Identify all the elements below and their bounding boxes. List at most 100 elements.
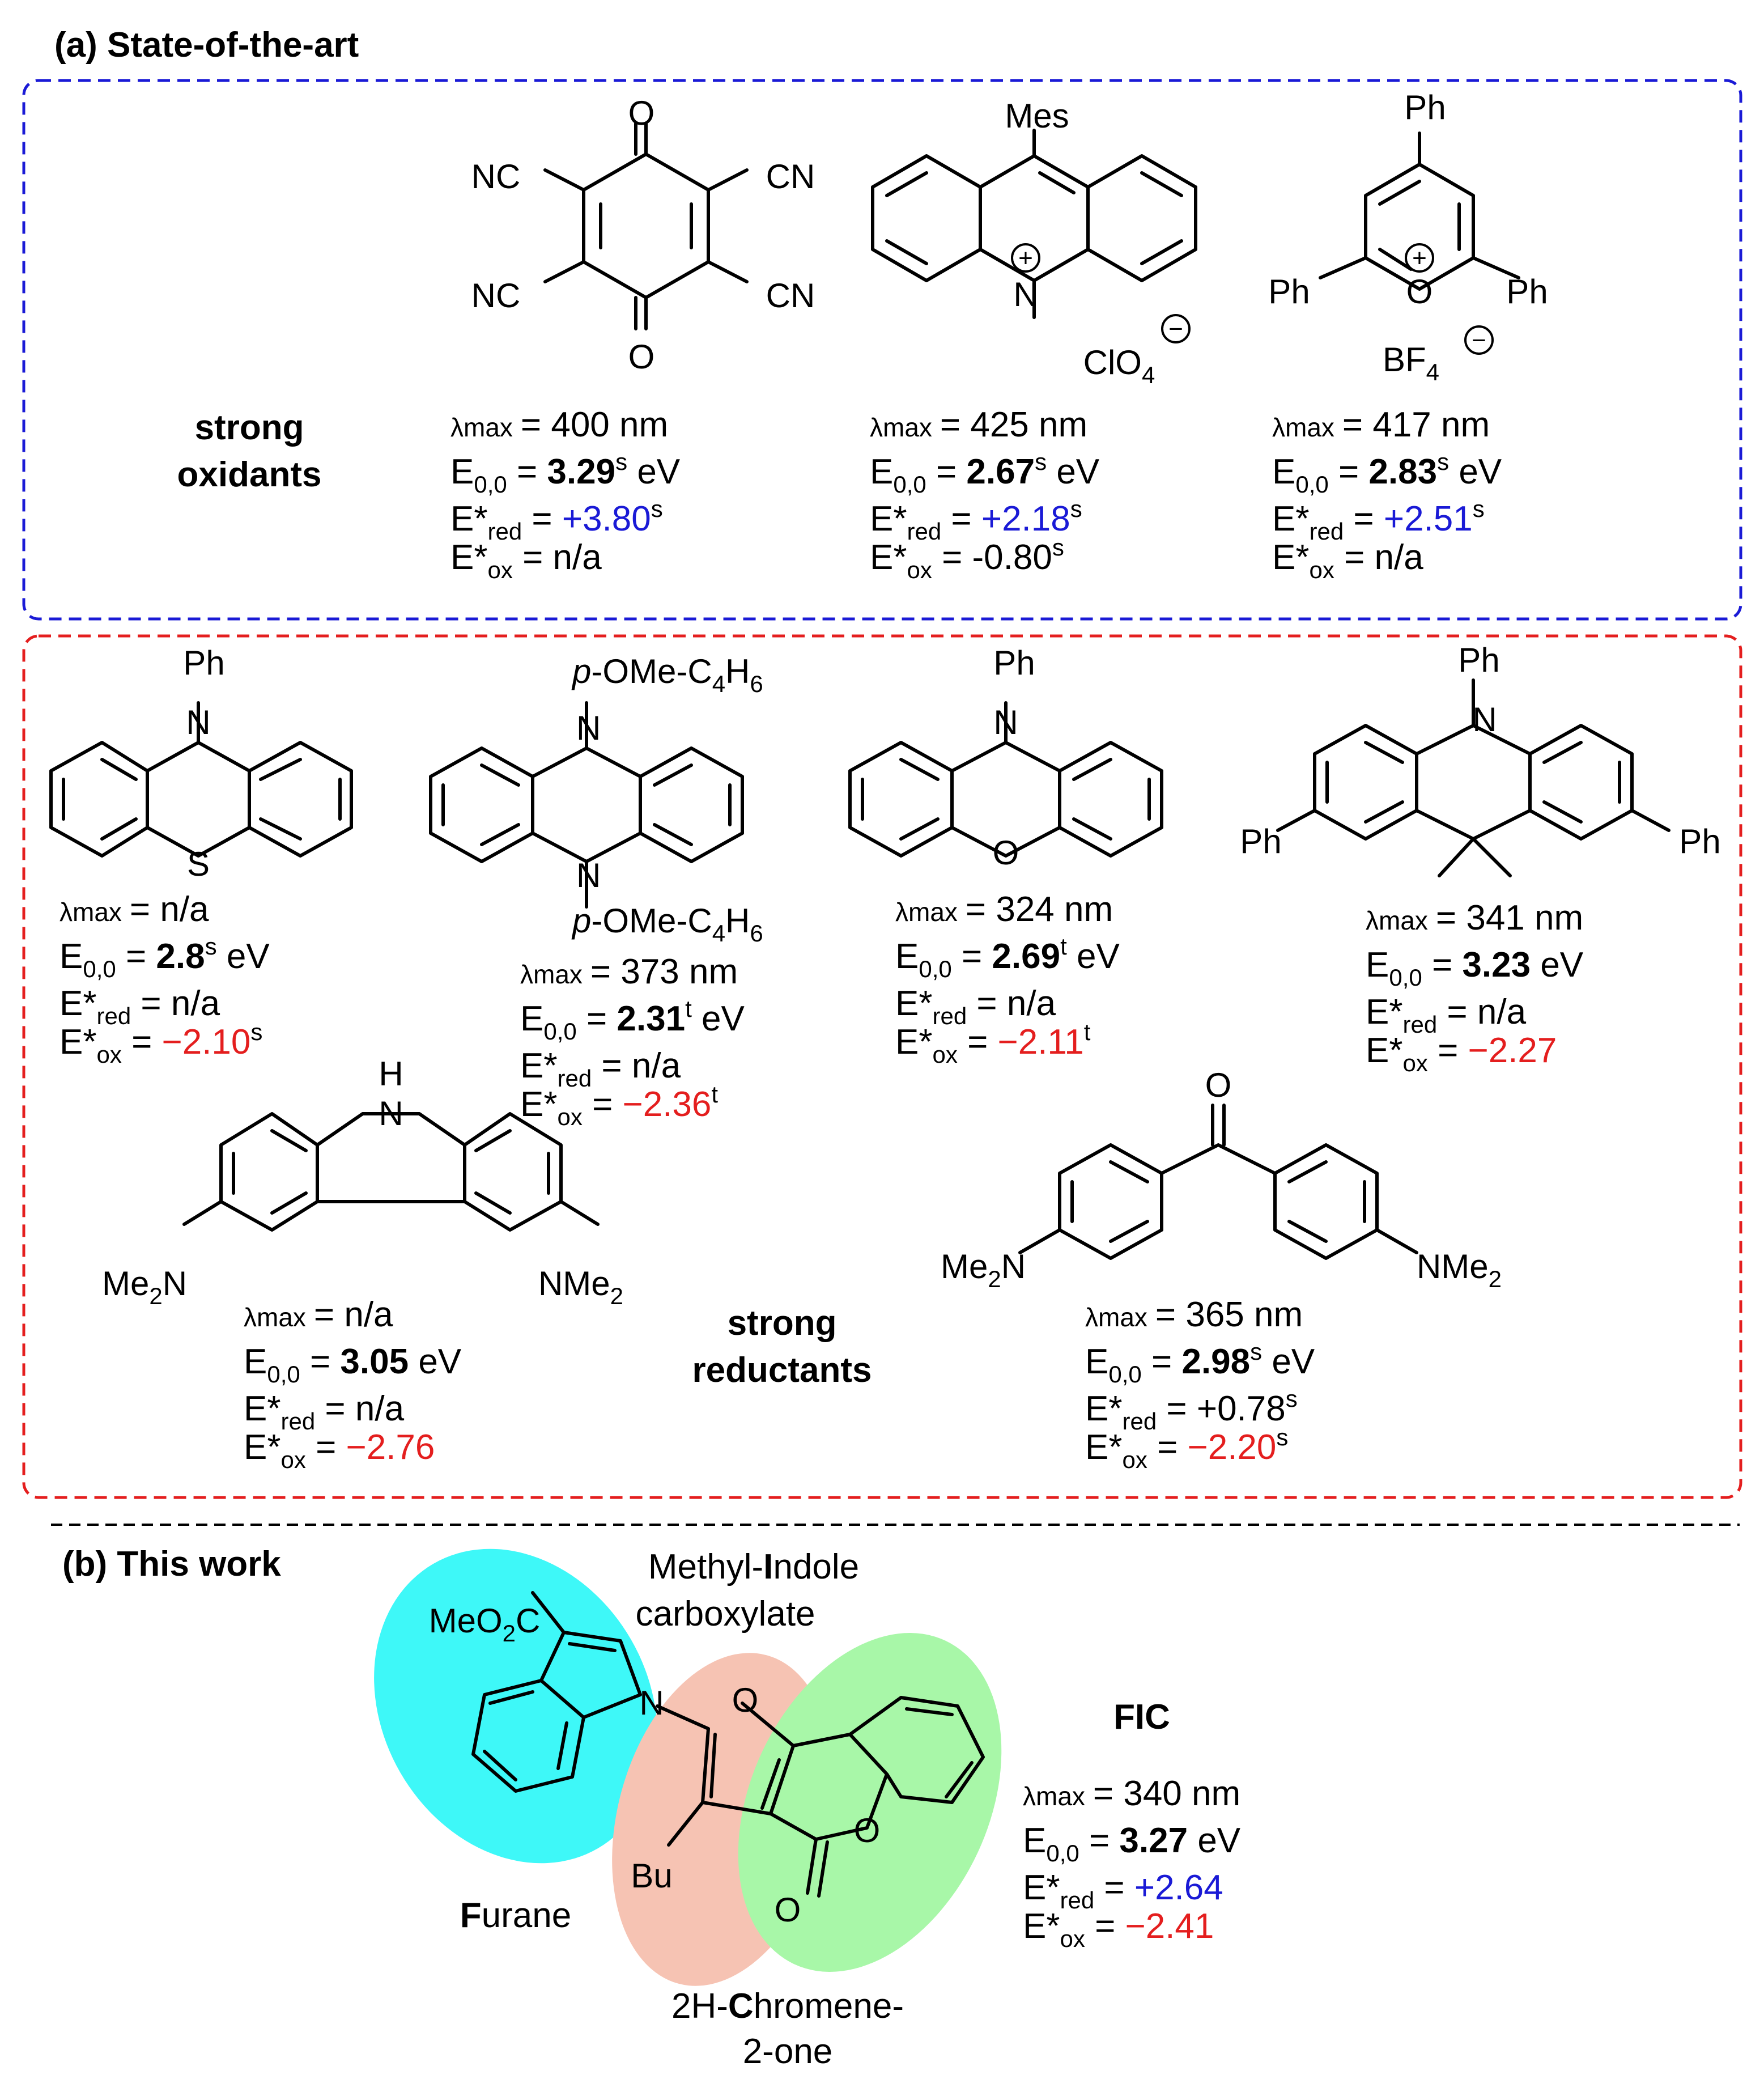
excited-oxidation-potential: E*ox = −2.41 [1023, 1907, 1214, 1952]
indole-highlight [374, 1548, 657, 1864]
atom-o: O [628, 338, 655, 376]
group-ph: Ph [1506, 273, 1548, 311]
structure-mes-acridinium: Mes N ClO4 + − [871, 97, 1197, 388]
structure-phenothiazine: Ph N S [49, 644, 353, 883]
minus-charge [1464, 325, 1494, 355]
group-ph: Ph [1458, 641, 1499, 679]
lambda-max: λmax= n/a [244, 1295, 393, 1334]
chromene-label-line1: 2H-Chromene- [671, 1987, 904, 2026]
group-clo4: ClO4 [1083, 343, 1155, 388]
atom-h: H [379, 1055, 403, 1093]
group-ph: Ph [1404, 88, 1446, 126]
group-bu: Bu [631, 1857, 672, 1895]
minus-charge [1161, 314, 1191, 343]
excited-reduction-potential: E*red = n/a [520, 1046, 681, 1092]
atom-o: O [775, 1891, 801, 1929]
excited-reduction-potential: E*red = n/a [1366, 992, 1527, 1038]
lambda-max: λmax= 373 nm [520, 952, 738, 991]
reductants-label-line1: strong [728, 1304, 837, 1343]
group-cn: CN [766, 277, 815, 315]
e00-value: E0,0 = 2.31t eV [520, 995, 745, 1045]
props-reductant-1: λmax= n/aE0,0 = 2.8s eVE*red = n/aE*ox =… [59, 890, 270, 1068]
excited-oxidation-potential: E*ox = n/a [450, 538, 602, 583]
group-ph: Ph [1240, 822, 1281, 860]
excited-oxidation-potential: E*ox = n/a [1272, 538, 1423, 583]
chromene-highlight [738, 1633, 1002, 1972]
group-nc: NC [471, 158, 521, 196]
plus-charge-sign: + [1412, 244, 1427, 272]
group-ph: Ph [1268, 273, 1310, 311]
group-nme2: NMe2 [1417, 1248, 1502, 1292]
reductants-box [22, 634, 1742, 1499]
indole-label-line2: carboxylate [635, 1594, 815, 1634]
group-ph: Ph [993, 644, 1035, 682]
excited-oxidation-potential: E*ox = −2.11t [895, 1019, 1091, 1068]
furan-label: Furane [460, 1896, 571, 1935]
atom-n: N [993, 703, 1018, 741]
atom-o: O [1406, 273, 1433, 311]
excited-oxidation-potential: E*ox = −2.27 [1366, 1031, 1557, 1076]
structure-phenoxazine: Ph N O [848, 644, 1163, 872]
e00-value: E0,0 = 3.05 eV [244, 1342, 462, 1388]
lambda-max: λmax= 324 nm [895, 890, 1113, 929]
plus-charge [1011, 243, 1040, 273]
group-nme2: NMe2 [538, 1265, 623, 1309]
atom-o: O [732, 1681, 759, 1719]
plus-charge-sign: + [1018, 244, 1033, 272]
reductants-label: strong reductants [692, 1304, 872, 1390]
props-reductant-5: λmax= n/aE0,0 = 3.05 eVE*red = n/aE*ox =… [244, 1295, 462, 1473]
section-a-title: (a) State-of-the-art [54, 26, 359, 65]
excited-reduction-potential: E*red = +3.80s [450, 495, 663, 545]
structure-dihydrophenazine: p-OMe-C4H6 p-OMe-C4H6 N N [429, 652, 763, 947]
lambda-max: λmax= 340 nm [1023, 1774, 1240, 1813]
lambda-max: λmax= 365 nm [1085, 1295, 1303, 1334]
group-nc: NC [471, 277, 521, 315]
atom-o: O [1205, 1066, 1232, 1104]
atom-o: O [628, 94, 655, 132]
structure-dihydroacridine: Ph N Ph Ph [1240, 641, 1721, 877]
props-oxidant-1: λmax= 400 nm E0,0 = 3.29s eVE*red = +3.80… [450, 405, 681, 583]
group-mes: Mes [1005, 97, 1069, 135]
e00-value: E0,0 = 3.23 eV [1366, 945, 1584, 991]
excited-reduction-potential: E*red = +2.18s [870, 495, 1082, 545]
atom-n: N [1472, 701, 1497, 739]
atom-n: N [576, 856, 601, 894]
atom-n: N [1013, 275, 1038, 313]
atom-n: N [186, 703, 210, 741]
group-p-ome-c4h6: p-OMe-C4H6 [571, 652, 763, 697]
structure-carbazole: H N Me2N NMe2 [102, 1055, 623, 1309]
structure-michlers-ketone: O Me2N NMe2 [941, 1066, 1502, 1292]
props-reductant-4: λmax= 341 nm E0,0 = 3.23 eVE*red = n/aE*o… [1366, 898, 1584, 1076]
group-cn: CN [766, 158, 815, 196]
section-b-title: (b) This work [62, 1545, 281, 1584]
lambda-max: λmax= 400 nm [450, 405, 668, 444]
group-nme2: Me2N [941, 1248, 1026, 1292]
atom-o: O [993, 834, 1019, 872]
reductants-label-line2: reductants [692, 1351, 872, 1390]
e00-value: E0,0 = 2.98s eV [1085, 1338, 1315, 1388]
minus-charge-sign: − [1168, 315, 1183, 343]
excited-reduction-potential: E*red = n/a [895, 984, 1056, 1029]
e00-value: E0,0 = 2.69t eV [895, 933, 1120, 982]
minus-charge-sign: − [1472, 326, 1486, 354]
atom-n: N [639, 1684, 664, 1722]
atom-n: N [576, 709, 601, 747]
oxidants-label-line1: strong [195, 408, 304, 447]
excited-oxidation-potential: E*ox = −2.76 [244, 1428, 435, 1473]
chromene-label-line2: 2-one [743, 2032, 833, 2071]
structure-fic: MeO2C N O O O Bu [429, 1591, 985, 1929]
e00-value: E0,0 = 3.27 eV [1023, 1821, 1241, 1866]
e00-value: E0,0 = 2.83s eV [1272, 448, 1502, 498]
e00-value: E0,0 = 3.29s eV [450, 448, 681, 498]
atom-s: S [187, 845, 210, 883]
e00-value: E0,0 = 2.67s eV [870, 448, 1100, 498]
group-bf4: BF4 [1383, 341, 1439, 385]
group-nme2: Me2N [102, 1265, 187, 1309]
props-reductant-3: λmax= 324 nm E0,0 = 2.69t eVE*red = n/aE*… [895, 890, 1120, 1068]
lambda-max: λmax= 341 nm [1366, 898, 1583, 937]
excited-reduction-potential: E*red = +2.64 [1023, 1868, 1223, 1913]
